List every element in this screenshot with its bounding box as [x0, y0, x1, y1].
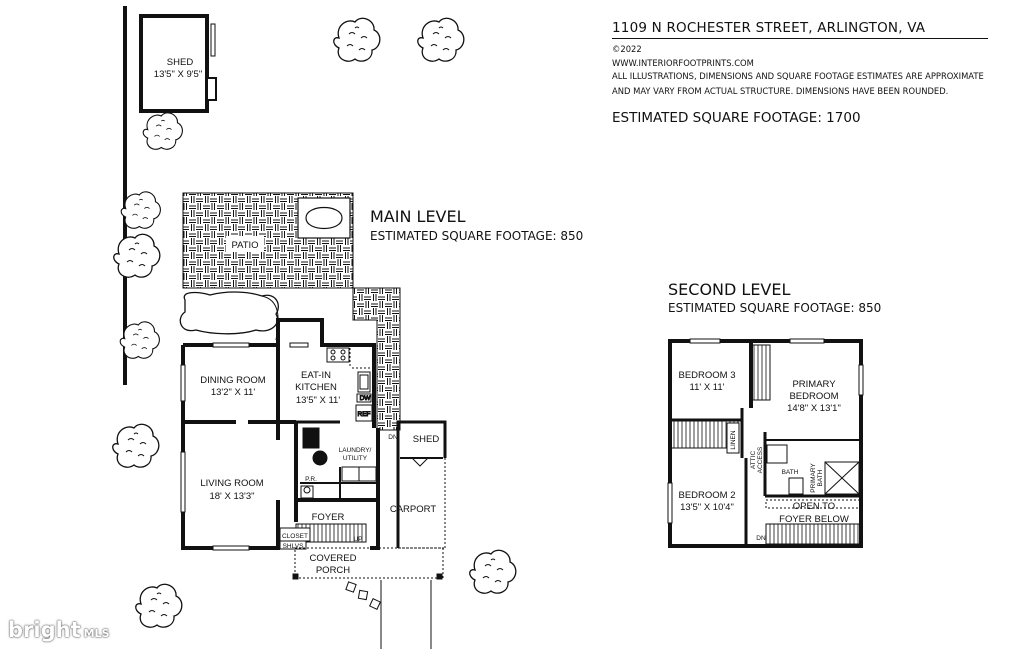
- covered-porch: [292, 547, 444, 580]
- laundry-label-1: LAUNDRY/: [339, 447, 372, 454]
- primary-bath-label-2: BATH: [817, 469, 824, 486]
- dishwasher-label: DW: [360, 395, 372, 402]
- refrigerator-label: REF: [358, 411, 371, 418]
- attic-access-label-2: ACCESS: [757, 446, 764, 473]
- attic-access-label-1: ATTIC: [750, 451, 757, 470]
- dining-room-label: DINING ROOM: [200, 375, 266, 386]
- yard-shed-label: SHED: [167, 57, 194, 68]
- tree-icon: [120, 191, 161, 229]
- total-square-footage: ESTIMATED SQUARE FOOTAGE: 1700: [612, 110, 861, 126]
- header-divider: [612, 38, 988, 39]
- powder-room-label: P.R.: [305, 476, 317, 483]
- stairs-down-label: DN: [388, 434, 398, 441]
- primary-bedroom-label-1: PRIMARY: [792, 379, 836, 390]
- laundry-fixtures: [300, 427, 377, 499]
- kitchen-label-1: EAT-IN: [301, 370, 331, 381]
- linen-label: LINEN: [730, 430, 737, 449]
- yard-shed: SHED 13'5" X 9'5": [139, 14, 217, 113]
- second-stairs-down-label: DN: [756, 535, 766, 542]
- tree-icon: [142, 112, 183, 150]
- bedroom-2-label: BEDROOM 2: [678, 490, 735, 501]
- copyright: ©2022: [612, 44, 642, 54]
- kitchen-fixtures: DW REF: [326, 347, 373, 422]
- porch-label-1: COVERED: [310, 553, 357, 564]
- primary-bath-label-1: PRIMARY: [810, 463, 817, 493]
- stairs-up-label: UP: [353, 536, 362, 543]
- disclaimer-line-2: AND MAY VARY FROM ACTUAL STRUCTURE. DIME…: [612, 86, 949, 96]
- bath-label: BATH: [782, 469, 799, 476]
- disclaimer-line-1: ALL ILLUSTRATIONS, DIMENSIONS AND SQUARE…: [612, 71, 984, 81]
- hedge-shrub: [179, 291, 279, 335]
- stepping-stones: [345, 581, 381, 610]
- main-stairs: [279, 523, 367, 550]
- main-level-sqft: ESTIMATED SQUARE FOOTAGE: 850: [370, 229, 584, 243]
- main-level-windows: [180, 342, 309, 551]
- second-level-fixtures: [669, 344, 861, 545]
- patio-label: PATIO: [231, 240, 258, 251]
- foyer-label: FOYER: [312, 512, 345, 523]
- property-address: 1109 N ROCHESTER STREET, ARLINGTON, VA: [612, 20, 926, 36]
- closet-label: CLOSET: [282, 533, 308, 540]
- website: WWW.INTERIORFOOTPRINTS.COM: [612, 58, 754, 68]
- tree-icon: [135, 583, 183, 628]
- bedroom-3-dims: 11' X 11': [690, 382, 725, 393]
- second-level-title: SECOND LEVEL: [668, 280, 791, 299]
- tree-icon: [112, 423, 160, 468]
- bedroom-2-dims: 13'5" X 10'4": [680, 502, 734, 513]
- open-to-foyer-label-1: OPEN TO: [793, 501, 835, 512]
- porch-label-2: PORCH: [316, 565, 350, 576]
- second-level-sqft: ESTIMATED SQUARE FOOTAGE: 850: [668, 301, 882, 315]
- open-to-foyer-label-2: FOYER BELOW: [779, 514, 849, 525]
- carport-label: CARPORT: [390, 504, 436, 515]
- bedroom-3-label: BEDROOM 3: [678, 370, 735, 381]
- laundry-label-2: UTILITY: [343, 455, 368, 462]
- primary-bedroom-label-2: BEDROOM: [789, 391, 838, 402]
- carport-shed-label: SHED: [413, 434, 440, 445]
- main-level-title: MAIN LEVEL: [370, 207, 466, 226]
- carport-structure: [396, 420, 447, 549]
- shelves-label: SHLVS: [283, 543, 304, 550]
- tree-icon: [113, 233, 161, 278]
- primary-bedroom-dims: 14'8" X 13'1": [787, 403, 841, 414]
- dining-room-dims: 13'2" X 11': [211, 387, 256, 398]
- tree-icon: [417, 17, 465, 62]
- living-room-label: LIVING ROOM: [200, 478, 263, 489]
- tree-icon: [469, 549, 517, 594]
- kitchen-label-2: KITCHEN: [295, 382, 337, 393]
- tree-icon: [333, 17, 381, 62]
- second-level-windows: [667, 338, 864, 524]
- living-room-dims: 18' X 13'3": [209, 491, 254, 502]
- yard-shed-dims: 13'5" X 9'5": [154, 69, 202, 80]
- kitchen-dims: 13'5" X 11': [296, 395, 341, 406]
